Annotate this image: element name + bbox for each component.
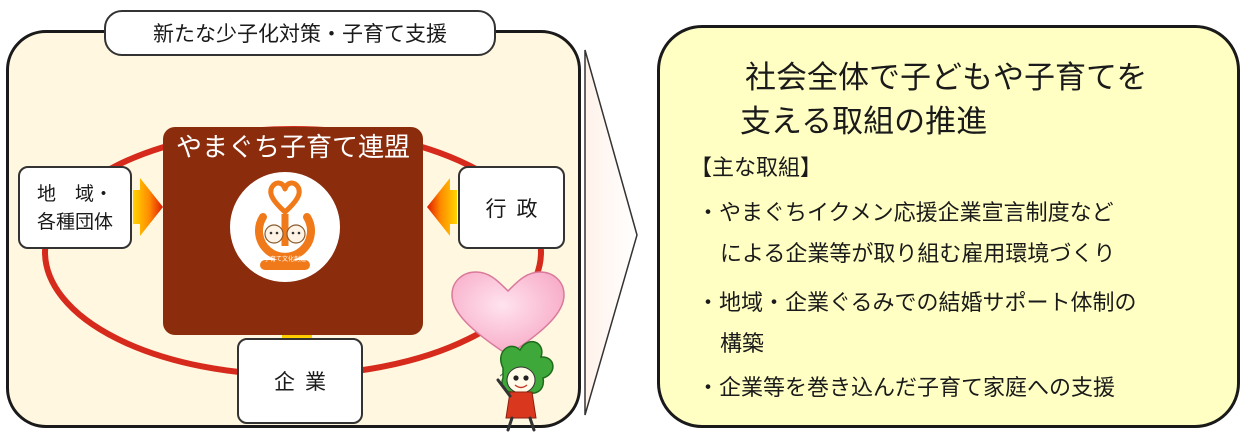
company-box: 企業	[237, 338, 363, 424]
arrow-from-region	[133, 178, 163, 236]
initiative-item-2-line2: 構築	[720, 332, 765, 357]
initiative-item-1-line1: ・やまぐちイクメン応援企業宣言制度など	[697, 201, 1114, 226]
right-panel	[657, 25, 1240, 428]
panel-title: 新たな少子化対策・子育て支援	[104, 10, 496, 56]
initiative-item-3: ・企業等を巻き込んだ子育て家庭への支援	[697, 376, 1116, 401]
right-heading-line1: 社会全体で子どもや子育てを	[745, 60, 1148, 96]
government-box: 行政	[458, 166, 565, 249]
right-heading-line2: 支える取組の推進	[740, 104, 988, 140]
region-label-line1: 地 域・	[36, 182, 113, 205]
initiative-item-1-line2: による企業等が取り組む雇用環境づくり	[720, 242, 1116, 267]
mascot-illustration	[451, 271, 565, 432]
arrow-from-government	[427, 178, 457, 236]
region-label-line2: 各種団体	[36, 210, 113, 233]
section-label: 【主な取組】	[690, 156, 823, 181]
coalition-title: やまぐち子育て連盟	[175, 133, 410, 163]
region-box: 地 域・ 各種団体	[18, 166, 132, 249]
coalition-logo	[230, 172, 340, 282]
logo-icon	[255, 180, 315, 270]
chevron-connector	[584, 49, 638, 416]
initiative-item-2-line1: ・地域・企業ぐるみでの結婚サポート体制の	[697, 291, 1137, 316]
logo-caption: 子育て文化創造	[263, 256, 306, 263]
